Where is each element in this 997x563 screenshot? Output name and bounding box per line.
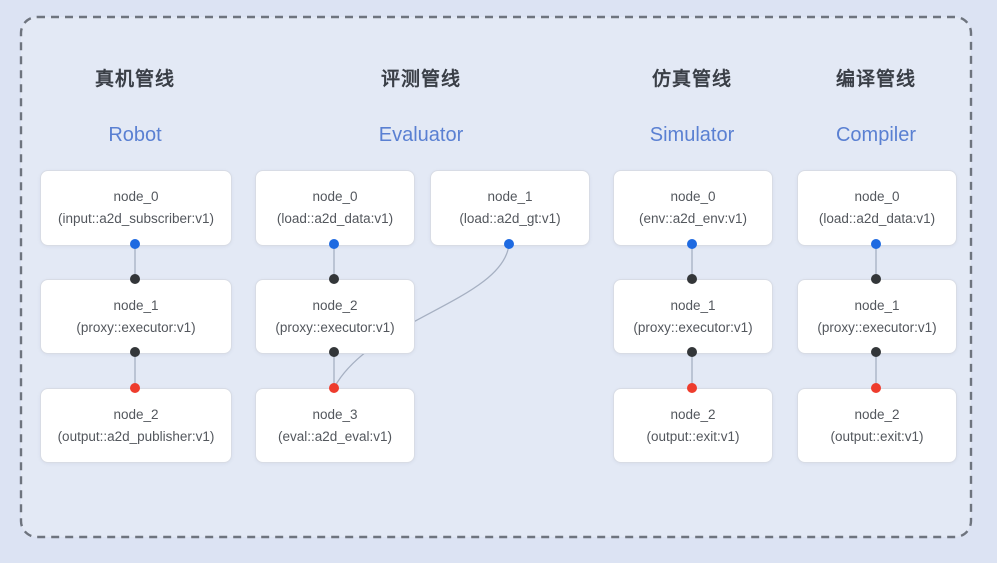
- node-name: node_0: [113, 189, 159, 204]
- node-type: (input::a2d_subscriber:v1): [57, 211, 215, 226]
- node-type: (env::a2d_env:v1): [638, 211, 748, 226]
- node-name: node_1: [854, 297, 900, 313]
- node-simulator-node2: node_2 (output::exit:v1): [613, 388, 773, 463]
- pipeline-title-zh-simulator: 仿真管线: [651, 69, 733, 90]
- pipeline-title-zh-compiler: 编译管线: [835, 69, 917, 90]
- node-type: (output::exit:v1): [646, 428, 740, 444]
- node-evaluator-node3: node_3 (eval::a2d_eval:v1): [255, 388, 415, 463]
- node-name: node_1: [113, 297, 159, 313]
- node-type: (output::exit:v1): [830, 428, 924, 444]
- node-robot-node2: node_2 (output::a2d_publisher:v1): [40, 388, 232, 463]
- node-simulator-node1: node_1 (proxy::executor:v1): [613, 279, 773, 354]
- node-simulator-node0: node_0 (env::a2d_env:v1): [613, 170, 773, 246]
- node-type: (load::a2d_gt:v1): [459, 211, 561, 226]
- node-type: (eval::a2d_eval:v1): [277, 428, 393, 444]
- node-name: node_1: [487, 189, 533, 204]
- node-type: (load::a2d_data:v1): [818, 211, 936, 226]
- node-type: (proxy::executor:v1): [76, 319, 196, 335]
- node-type: (proxy::executor:v1): [633, 319, 753, 335]
- node-compiler-node1: node_1 (proxy::executor:v1): [797, 279, 957, 354]
- pipeline-title-en-simulator: Simulator: [649, 124, 735, 146]
- pipeline-title-en-evaluator: Evaluator: [378, 124, 464, 146]
- pipeline-title-en-robot: Robot: [108, 124, 162, 146]
- node-robot-node1: node_1 (proxy::executor:v1): [40, 279, 232, 354]
- node-evaluator-node1: node_1 (load::a2d_gt:v1): [430, 170, 590, 246]
- node-type: (output::a2d_publisher:v1): [57, 428, 215, 444]
- node-compiler-node0: node_0 (load::a2d_data:v1): [797, 170, 957, 246]
- node-evaluator-node0: node_0 (load::a2d_data:v1): [255, 170, 415, 246]
- node-type: (load::a2d_data:v1): [276, 211, 394, 226]
- pipeline-title-zh-evaluator: 评测管线: [380, 69, 462, 90]
- node-name: node_2: [854, 406, 900, 422]
- node-name: node_2: [670, 406, 716, 422]
- node-name: node_0: [854, 189, 900, 204]
- node-name: node_3: [312, 406, 358, 422]
- pipeline-title-zh-robot: 真机管线: [94, 69, 176, 90]
- node-name: node_2: [113, 406, 159, 422]
- node-name: node_2: [312, 297, 358, 313]
- node-name: node_1: [670, 297, 716, 313]
- node-type: (proxy::executor:v1): [275, 319, 395, 335]
- node-evaluator-node2: node_2 (proxy::executor:v1): [255, 279, 415, 354]
- node-name: node_0: [670, 189, 716, 204]
- node-name: node_0: [312, 189, 358, 204]
- node-robot-node0: node_0 (input::a2d_subscriber:v1): [40, 170, 232, 246]
- pipeline-title-en-compiler: Compiler: [835, 124, 917, 146]
- node-type: (proxy::executor:v1): [817, 319, 937, 335]
- node-compiler-node2: node_2 (output::exit:v1): [797, 388, 957, 463]
